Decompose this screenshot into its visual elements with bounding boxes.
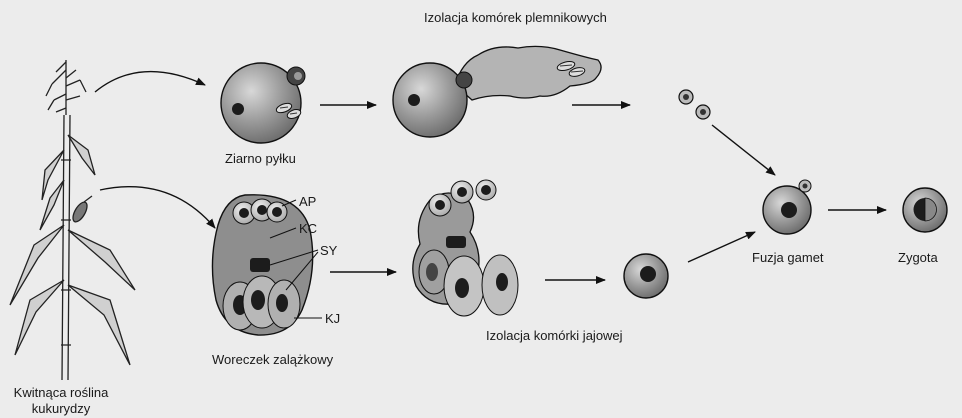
maize-ear [70, 200, 90, 224]
label-plant-line2: kukurydzy [2, 401, 120, 416]
isolated-embryo-sac-cells [413, 180, 518, 316]
stalk [62, 115, 70, 380]
label-embryo-sac: Woreczek zalążkowy [212, 352, 333, 367]
leaves [10, 135, 135, 365]
label-zygote: Zygota [898, 250, 938, 265]
vegetative-nucleus [232, 103, 244, 115]
egg-apparatus [223, 276, 300, 330]
embryo-sac [212, 195, 322, 335]
label-ap: AP [299, 194, 316, 209]
germinated-pollen [393, 46, 601, 137]
label-egg-isolation: Izolacja komórki jajowej [486, 328, 623, 343]
arrow-sperm-to-fusion [712, 125, 775, 175]
label-kc: KC [299, 221, 317, 236]
label-gamete-fusion: Fuzja gamet [752, 250, 824, 265]
arrow-plant-to-embryo-sac [100, 187, 215, 228]
antipodal-cells [233, 199, 287, 224]
arrow-plant-to-pollen [95, 72, 205, 92]
gamete-fusion [763, 180, 811, 234]
label-kj: KJ [325, 311, 340, 326]
maize-plant [10, 60, 135, 380]
arrow-egg-to-fusion [688, 232, 755, 262]
pollen-grain [221, 63, 305, 143]
zygote [903, 188, 947, 232]
label-sy: SY [320, 243, 337, 258]
isolated-sperm-cells [679, 90, 710, 119]
vegetative-nucleus-2 [408, 94, 420, 106]
label-plant-line1: Kwitnąca roślina [2, 385, 120, 400]
central-cell-nucleus [250, 258, 270, 272]
label-pollen-grain: Ziarno pyłku [225, 151, 296, 166]
label-sperm-isolation: Izolacja komórek plemnikowych [424, 10, 607, 25]
tassel [46, 60, 86, 115]
isolated-egg-cell [624, 254, 668, 298]
